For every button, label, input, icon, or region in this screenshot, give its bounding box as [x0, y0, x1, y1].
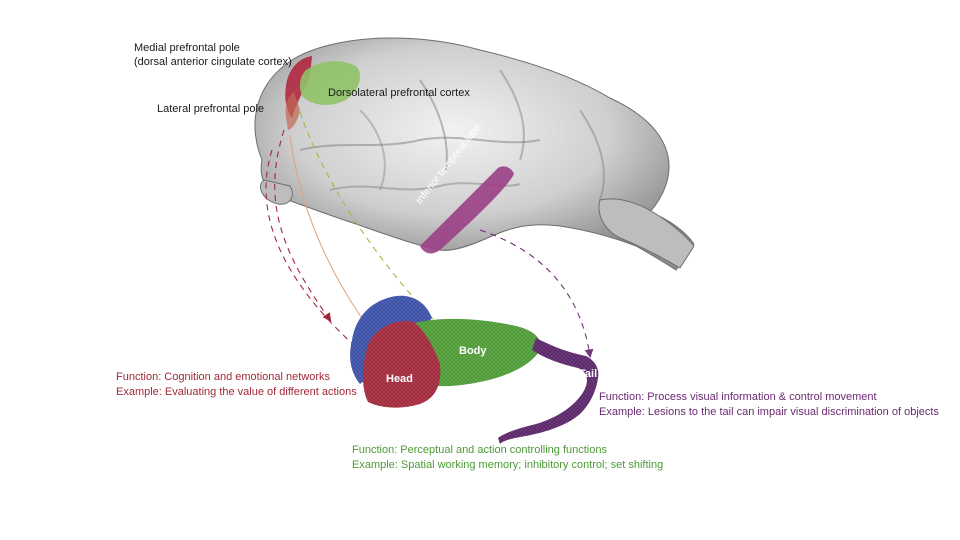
lateral-prefrontal-region [285, 92, 300, 130]
tail-example: Example: Lesions to the tail can impair … [599, 406, 939, 418]
head-label: Head [386, 373, 413, 385]
head-function: Function: Cognition and emotional networ… [116, 371, 331, 383]
tail-function-text: Function: Process visual information & c… [599, 390, 939, 420]
inferior-temporal-region [420, 166, 514, 254]
arrow-medial-to-head [265, 149, 368, 358]
lateral-prefrontal-label: Lateral prefrontal pole [157, 103, 265, 115]
medial-prefrontal-label: Medial prefrontal pole (dorsal anterior … [134, 41, 292, 69]
dlpfc-label: Dorsolateral prefrontal cortex [328, 87, 470, 99]
dlpfc-region [299, 61, 361, 105]
tail-function: Function: Process visual information & c… [599, 391, 877, 403]
body-function: Function: Perceptual and action controll… [352, 444, 607, 456]
arrow-lateral-to-head [274, 129, 332, 322]
tail-label: Tail [579, 368, 598, 380]
brain-model [254, 37, 695, 271]
body-example: Example: Spatial working memory; inhibit… [352, 459, 664, 471]
caudate-nucleus [350, 295, 600, 446]
head-function-text: Function: Cognition and emotional networ… [116, 370, 357, 400]
head-example: Example: Evaluating the value of differe… [116, 386, 357, 398]
medial-prefrontal-label-line1: Medial prefrontal pole [134, 42, 240, 54]
body-function-text: Function: Perceptual and action controll… [352, 443, 663, 473]
body-label: Body [459, 345, 487, 357]
medial-prefrontal-label-line2: (dorsal anterior cingulate cortex) [134, 56, 292, 68]
